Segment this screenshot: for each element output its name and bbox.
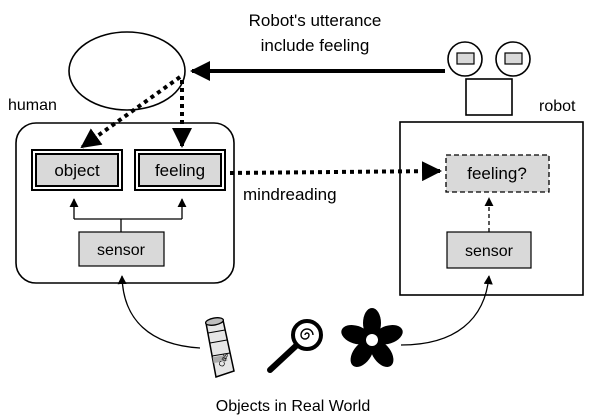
object-to-human-sensor-arrow [117, 275, 201, 349]
sensor-branch-arrows [69, 198, 187, 232]
object-box [35, 153, 119, 187]
feeling-box [138, 153, 222, 187]
human-label: human [8, 97, 57, 114]
mindreading-arrow [229, 161, 442, 182]
human-sensor-label: sensor [97, 242, 146, 259]
mindreading-label: mindreading [243, 185, 337, 204]
robot-sensor-label: sensor [465, 243, 514, 260]
robot-feeling-label: feeling? [467, 164, 527, 183]
robot-panel [399, 121, 584, 296]
robot-head-icon [447, 41, 531, 116]
object-label: object [54, 161, 100, 180]
flower-icon [341, 308, 403, 367]
robot-sensor-box [446, 231, 532, 269]
robot-label: robot [539, 98, 576, 115]
human-sensor-box [78, 231, 165, 267]
lollipop-icon [267, 319, 323, 373]
object-to-robot-sensor-arrow [400, 275, 493, 346]
can-icon: Cas [204, 317, 235, 378]
thought-bubble-icon [68, 31, 186, 111]
robot-feeling-box [445, 154, 550, 193]
utterance-caption-line2: include feeling [261, 36, 370, 55]
feeling-label: feeling [155, 161, 205, 180]
objects-caption: Objects in Real World [216, 398, 370, 415]
utterance-caption-line1: Robot's utterance [249, 11, 382, 30]
